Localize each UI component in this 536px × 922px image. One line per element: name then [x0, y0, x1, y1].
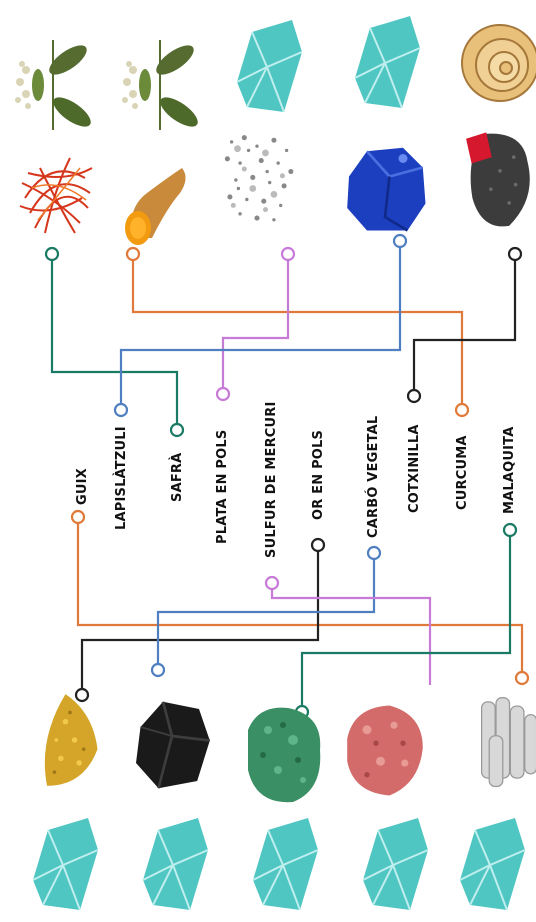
label-malaquita: MALAQUITA [502, 426, 517, 514]
crystal-icon [238, 810, 328, 920]
connector-curcuma [133, 258, 462, 406]
charcoal-icon [127, 690, 217, 800]
cochineal-icon [455, 125, 536, 235]
connector-malaquita [302, 532, 510, 708]
label-plata: PLATA EN POLS [215, 430, 230, 544]
label-guix: GUIX [75, 468, 90, 505]
connector-cotxinilla [414, 258, 515, 392]
leaf-flower-icon [115, 30, 205, 140]
lapis-stone-icon [340, 135, 430, 245]
turmeric-icon [112, 148, 202, 258]
malachite-icon [238, 700, 328, 810]
dot-cotxinilla-top [509, 248, 521, 260]
dot-guix-bottom [516, 672, 528, 684]
shell-icon [452, 8, 536, 118]
dot-carbo-label [368, 547, 380, 559]
gold-powder-icon [25, 685, 115, 795]
dot-plata-label [217, 388, 229, 400]
silver-powder-icon [212, 125, 302, 235]
connector-sulfur [272, 585, 430, 685]
crystal-icon [445, 810, 535, 920]
crystal-icon [348, 810, 438, 920]
dot-safra-top [46, 248, 58, 260]
dot-sulfur-label [266, 577, 278, 589]
saffron-icon [10, 138, 100, 248]
connector-or [82, 548, 318, 692]
label-cotxinilla: COTXINILLA [407, 424, 422, 513]
dot-or-label [312, 539, 324, 551]
dot-malaquita-label [504, 524, 516, 536]
dot-safra-label [171, 424, 183, 436]
dot-cotxinilla-label [408, 390, 420, 402]
dot-lapis-label [115, 404, 127, 416]
connector-carbo [158, 556, 374, 668]
label-curcuma: CURCUMA [455, 435, 470, 510]
connector-safra [52, 258, 177, 428]
cinnabar-icon [340, 695, 430, 805]
label-safra: SAFRÀ [170, 453, 185, 502]
label-sulfur: SULFUR DE MERCURI [264, 401, 279, 558]
connector-lapis [121, 244, 400, 406]
dot-plata-top [282, 248, 294, 260]
label-carbo: CARBÓ VEGETAL [366, 416, 381, 538]
crystal-icon [222, 12, 312, 122]
dot-curcuma-label [456, 404, 468, 416]
crystal-icon [340, 8, 430, 118]
gypsum-icon [462, 685, 536, 795]
label-lapislatzuli: LAPISLÀTZULI [114, 426, 129, 530]
dot-guix-label [72, 511, 84, 523]
dot-carbo-bottom [152, 664, 164, 676]
crystal-icon [18, 810, 108, 920]
connector-plata [223, 258, 288, 392]
leaf-flower-icon [8, 30, 98, 140]
crystal-icon [128, 810, 218, 920]
label-or: OR EN POLS [311, 430, 326, 520]
